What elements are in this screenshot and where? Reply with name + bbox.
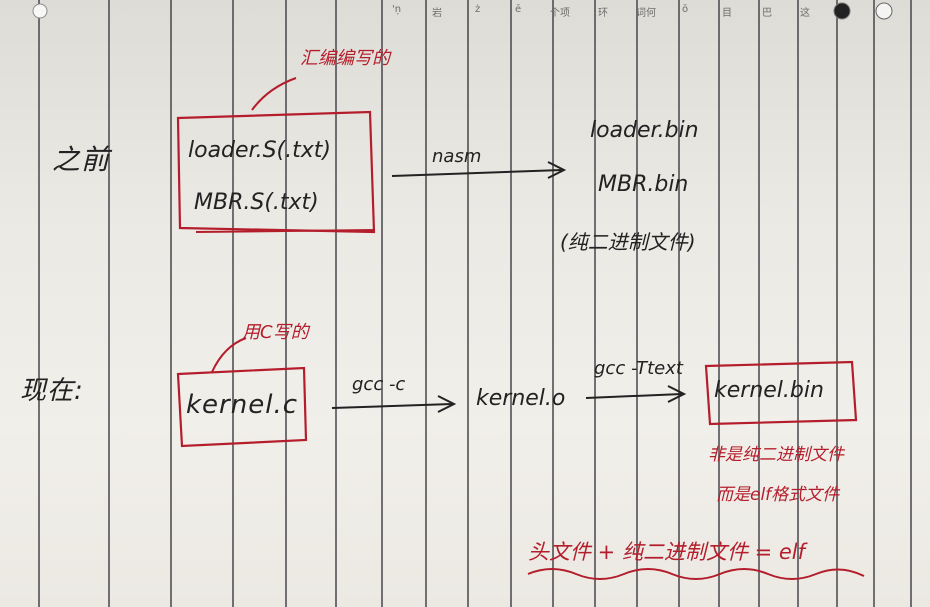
rule-line bbox=[636, 0, 638, 607]
link-command: gcc -Ttext bbox=[594, 358, 683, 379]
asm-annotation: 汇编编写的 bbox=[300, 48, 390, 69]
rule-line bbox=[170, 0, 172, 607]
rule-line bbox=[678, 0, 680, 607]
rule-line bbox=[425, 0, 427, 607]
arrow-head-icon bbox=[547, 161, 567, 179]
binary-note: (纯二进制文件) bbox=[560, 230, 696, 254]
top-glyph: 词何 bbox=[636, 8, 656, 19]
kernel-bin-file: kernel.bin bbox=[714, 378, 824, 403]
rule-line bbox=[758, 0, 760, 607]
before-label: 之前 bbox=[52, 143, 111, 176]
kernel-c-file: kernel.c bbox=[186, 390, 298, 420]
equation-wavy-underline bbox=[527, 568, 865, 580]
top-glyph: ē bbox=[515, 4, 522, 15]
top-glyph: 个项 bbox=[550, 8, 570, 19]
top-strip: 'ņ 岩 ż ē 个项 环 词何 ō 目 巴 这 bbox=[0, 0, 930, 26]
output-file-loader: loader.bin bbox=[590, 118, 699, 143]
punch-hole-icon bbox=[833, 2, 851, 20]
annotation-pointer bbox=[211, 337, 247, 373]
rule-line bbox=[38, 0, 40, 607]
rule-line bbox=[467, 0, 469, 607]
elf-equation: 头文件 + 纯二进制文件 = elf bbox=[528, 540, 806, 564]
top-glyph: ż bbox=[475, 4, 481, 15]
kernel-c-box bbox=[176, 366, 308, 448]
annotation-pointer bbox=[251, 77, 297, 111]
link-arrow bbox=[585, 393, 683, 399]
rule-line bbox=[510, 0, 512, 607]
rule-line bbox=[836, 0, 838, 607]
compile-command: gcc -c bbox=[352, 374, 406, 395]
nasm-label: nasm bbox=[432, 146, 482, 167]
asm-source-box bbox=[176, 110, 376, 234]
rule-line bbox=[910, 0, 912, 607]
rule-line bbox=[797, 0, 799, 607]
punch-hole-icon bbox=[32, 3, 48, 19]
now-label: 现在: bbox=[20, 376, 84, 406]
top-glyph: 目 bbox=[722, 8, 732, 19]
rule-line bbox=[381, 0, 383, 607]
arrow-head-icon bbox=[437, 395, 457, 413]
compile-arrow bbox=[331, 403, 453, 409]
rule-line bbox=[718, 0, 720, 607]
rule-line bbox=[335, 0, 337, 607]
kernel-o-file: kernel.o bbox=[476, 386, 566, 411]
top-glyph: 'ņ bbox=[392, 4, 402, 15]
source-file-loader: loader.S(.txt) bbox=[188, 138, 331, 163]
rule-line bbox=[552, 0, 554, 607]
rule-line bbox=[108, 0, 110, 607]
top-glyph: 巴 bbox=[762, 8, 772, 19]
kernel-bin-box bbox=[704, 360, 858, 426]
top-glyph: 岩 bbox=[432, 8, 442, 19]
elf-note-line-2: 而是elf格式文件 bbox=[716, 485, 840, 505]
asm-underline bbox=[195, 229, 375, 233]
top-glyph: ō bbox=[682, 4, 689, 15]
output-file-mbr: MBR.bin bbox=[598, 172, 689, 197]
source-file-mbr: MBR.S(.txt) bbox=[194, 190, 319, 215]
punch-hole-icon bbox=[875, 2, 893, 20]
rule-line bbox=[594, 0, 596, 607]
c-annotation: 用C写的 bbox=[242, 322, 309, 343]
rule-line bbox=[232, 0, 234, 607]
rule-line bbox=[285, 0, 287, 607]
top-glyph: 这 bbox=[800, 8, 810, 19]
nasm-arrow bbox=[391, 169, 563, 177]
rule-line bbox=[873, 0, 875, 607]
elf-note-line-1: 非是纯二进制文件 bbox=[708, 445, 844, 465]
top-glyph: 环 bbox=[598, 8, 608, 19]
arrow-head-icon bbox=[667, 385, 687, 403]
